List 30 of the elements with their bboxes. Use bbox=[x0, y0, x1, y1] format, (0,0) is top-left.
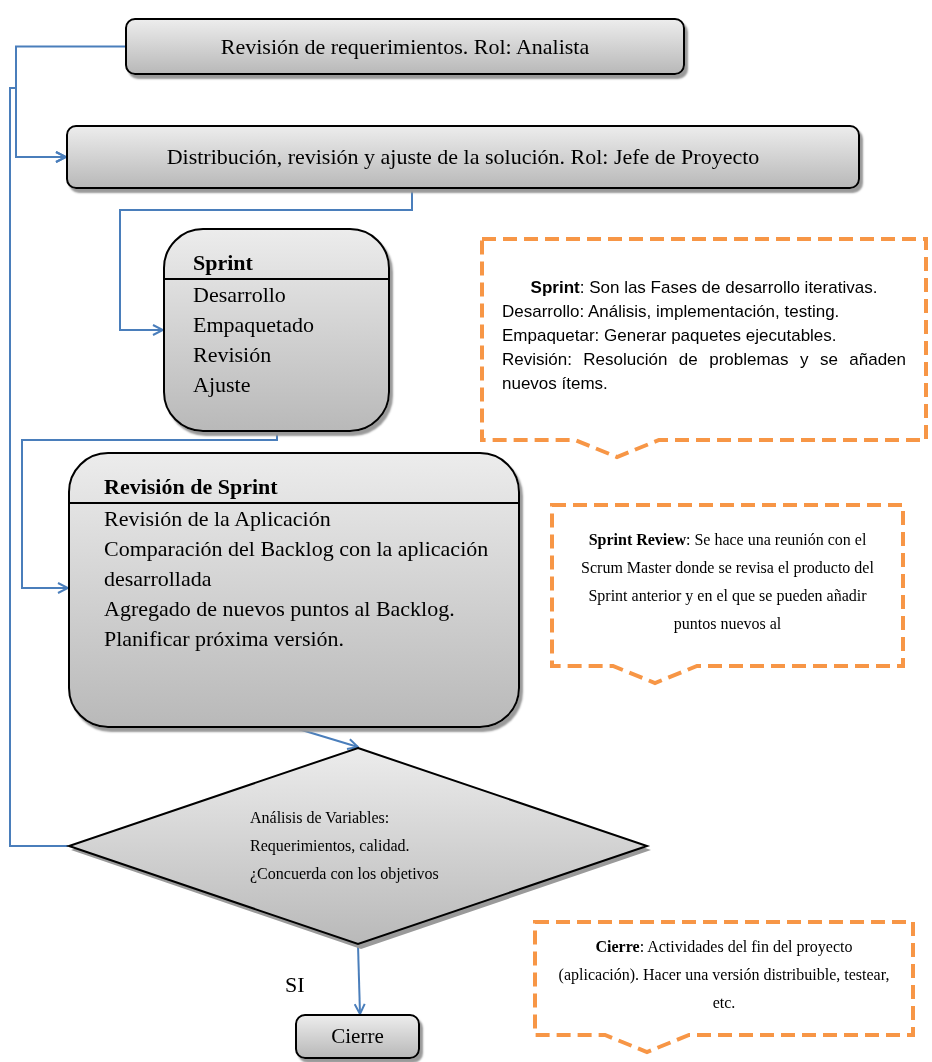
list-item: Planificar próxima versión. bbox=[103, 625, 346, 653]
callout-box bbox=[533, 920, 915, 1055]
list-item: Desarrollo bbox=[192, 281, 287, 309]
callout-box bbox=[480, 237, 928, 460]
list-item: Revisión de la Aplicación bbox=[103, 505, 332, 533]
process-box bbox=[295, 1014, 420, 1059]
box-heading: Revisión de Sprint bbox=[70, 472, 518, 504]
list-item: Ajuste bbox=[192, 371, 252, 399]
arrow bbox=[21, 431, 278, 594]
callout-text: Sprint Review: Se hace una reunión con el Scrum Master donde se revisa el producto del Sprint anterior y en el que se pueden añadir puntos nuevos al bbox=[580, 529, 875, 635]
list-item: Empaquetado bbox=[192, 311, 315, 339]
callout-box bbox=[550, 503, 905, 686]
callout-text: Sprint: Son las Fases de desarrollo iterativas. bbox=[529, 276, 879, 299]
box-label: Cierre bbox=[331, 1024, 384, 1049]
arrow bbox=[9, 87, 69, 847]
callout-text: Revisión: Resolución de problemas y se añaden nuevos ítems. bbox=[502, 348, 906, 395]
box-label: Distribución, revisión y ajuste de la solución. Rol: Jefe de Proyecto bbox=[166, 144, 760, 170]
process-box bbox=[125, 18, 685, 75]
list-item: Comparación del Backlog con la aplicación desarrollada bbox=[103, 535, 490, 593]
process-box bbox=[163, 228, 390, 432]
process-box bbox=[68, 452, 520, 728]
list-item: Revisión bbox=[192, 341, 273, 369]
callout-text: Cierre: Actividades del fin del proyecto (aplicación). Hacer una versión distribuible, testear, etc. bbox=[557, 936, 891, 1013]
process-box bbox=[66, 125, 860, 189]
list-item: Agregado de nuevos puntos al Backlog. bbox=[103, 595, 456, 623]
box-label: Revisión de requerimientos. Rol: Analista bbox=[220, 33, 590, 60]
callout-text: Desarrollo: Análisis, implementación, testing. bbox=[502, 300, 841, 323]
callout-text: Empaquetar: Generar paquetes ejecutables. bbox=[502, 324, 838, 347]
arrow bbox=[119, 188, 413, 336]
box-heading: Sprint bbox=[165, 248, 388, 280]
